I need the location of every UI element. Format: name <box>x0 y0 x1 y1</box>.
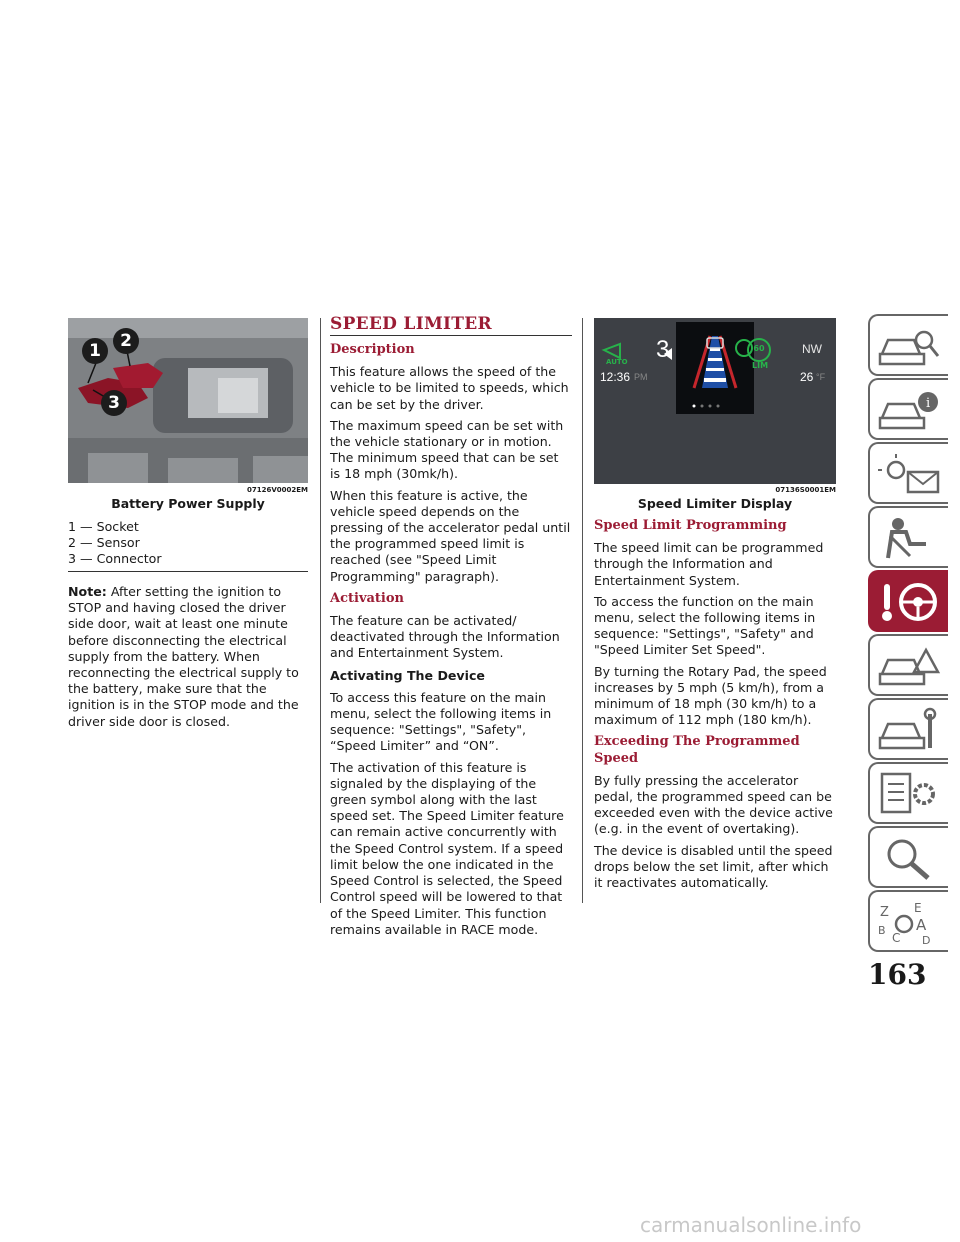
svg-text:A: A <box>916 916 927 934</box>
key-steering-icon <box>882 583 937 621</box>
tab-starting-driving[interactable] <box>868 570 948 632</box>
car-search-icon <box>878 330 940 366</box>
svg-text:D: D <box>922 934 930 947</box>
description-heading: Description <box>330 342 415 357</box>
tab-technical-data[interactable] <box>868 762 948 824</box>
svg-text:i: i <box>926 396 930 411</box>
tab-getting-to-know[interactable]: i <box>868 378 948 440</box>
paragraph: To access the function on the main menu,… <box>594 593 816 658</box>
callout-2: 2 <box>113 328 139 354</box>
paragraph: The feature can be activated/ deactivate… <box>330 613 560 661</box>
paragraph: The activation of this feature is signal… <box>330 759 564 937</box>
tab-dashboard[interactable] <box>868 314 948 376</box>
column-divider <box>582 318 583 903</box>
legend-divider <box>68 571 308 572</box>
document-gear-icon <box>880 772 935 814</box>
index-letters-icon: Z E B A C D <box>878 901 930 947</box>
tab-emergency[interactable] <box>868 634 948 696</box>
figure-caption: Speed Limiter Display <box>637 496 793 511</box>
title-rule <box>330 335 572 336</box>
tab-warning-lights[interactable] <box>868 442 948 504</box>
activating-heading: Activating The Device <box>330 667 485 683</box>
figure-code: 07136S0001EM <box>775 486 836 494</box>
speed-limit-value: 60 <box>753 344 765 353</box>
tab-safety[interactable] <box>868 506 948 568</box>
lim-label: LIM <box>752 361 769 370</box>
auto-label: AUTO <box>606 358 628 366</box>
light-message-icon <box>878 454 940 494</box>
car-wrench-icon <box>878 707 937 750</box>
note-text: After setting the ignition to STOP and h… <box>68 584 299 729</box>
page-number: 163 <box>868 958 927 991</box>
svg-text:Z: Z <box>880 905 889 920</box>
section-title: SPEED LIMITER <box>330 314 492 334</box>
tab-index[interactable]: Z E B A C D <box>868 890 948 952</box>
callout-1: 1 <box>82 338 108 364</box>
programming-heading: Speed Limit Programming <box>594 518 787 533</box>
tab-servicing[interactable] <box>868 698 948 760</box>
temperature-unit: °F <box>816 372 826 382</box>
paragraph: This feature allows the speed of the veh… <box>330 364 569 412</box>
legend-item: 2 — Sensor <box>68 535 140 551</box>
svg-text:E: E <box>914 901 922 915</box>
heading-label: NW <box>802 342 822 356</box>
clock-ampm: PM <box>634 372 648 382</box>
seatbelt-icon <box>886 518 926 559</box>
paragraph: The speed limit can be programmed throug… <box>594 540 824 588</box>
figure-code: 07126V0002EM <box>246 486 308 494</box>
paragraph: When this feature is active, the vehicle… <box>330 487 571 584</box>
exceeding-heading: Exceeding The Programmed Speed <box>594 734 800 766</box>
paragraph: The device is disabled until the speed d… <box>594 842 833 891</box>
svg-text:B: B <box>878 924 886 937</box>
clock-time: 12:36 <box>600 370 631 384</box>
magnifier-icon <box>887 839 930 880</box>
legend-list: 1 — Socket 2 — Sensor 3 — Connector <box>68 519 308 568</box>
paragraph: To access this feature on the main menu,… <box>330 689 552 754</box>
car-info-icon: i <box>878 392 938 430</box>
paragraph: By turning the Rotary Pad, the speed inc… <box>594 663 827 728</box>
note-label: Note: <box>68 584 107 599</box>
right-text: Speed Limit Programming The speed limit … <box>594 512 836 896</box>
legend-item: 3 — Connector <box>68 551 162 567</box>
figure-caption: Battery Power Supply <box>111 496 265 511</box>
paragraph: By fully pressing the accelerator pedal,… <box>594 772 833 837</box>
watermark: carmanualsonline.info <box>640 1213 862 1237</box>
svg-text:C: C <box>892 931 900 945</box>
car-warning-icon <box>878 647 941 686</box>
callout-3: 3 <box>101 390 127 416</box>
dashboard-graphic <box>594 318 836 484</box>
speed-limiter-display: AUTO 3 60 LIM NW 12:36 PM 26 °F <box>594 318 836 484</box>
tab-search[interactable] <box>868 826 948 888</box>
battery-figure: 1 2 3 <box>68 318 308 483</box>
gear-indicator: 3 <box>656 336 670 363</box>
middle-column: SPEED LIMITER Description This feature a… <box>330 314 572 943</box>
note: Note: After setting the ignition to STOP… <box>68 584 308 730</box>
activation-heading: Activation <box>330 590 404 606</box>
temperature: 26 <box>800 370 814 384</box>
legend-item: 1 — Socket <box>68 519 139 534</box>
column-divider <box>320 318 321 903</box>
paragraph: The maximum speed can be set with the ve… <box>330 417 564 482</box>
